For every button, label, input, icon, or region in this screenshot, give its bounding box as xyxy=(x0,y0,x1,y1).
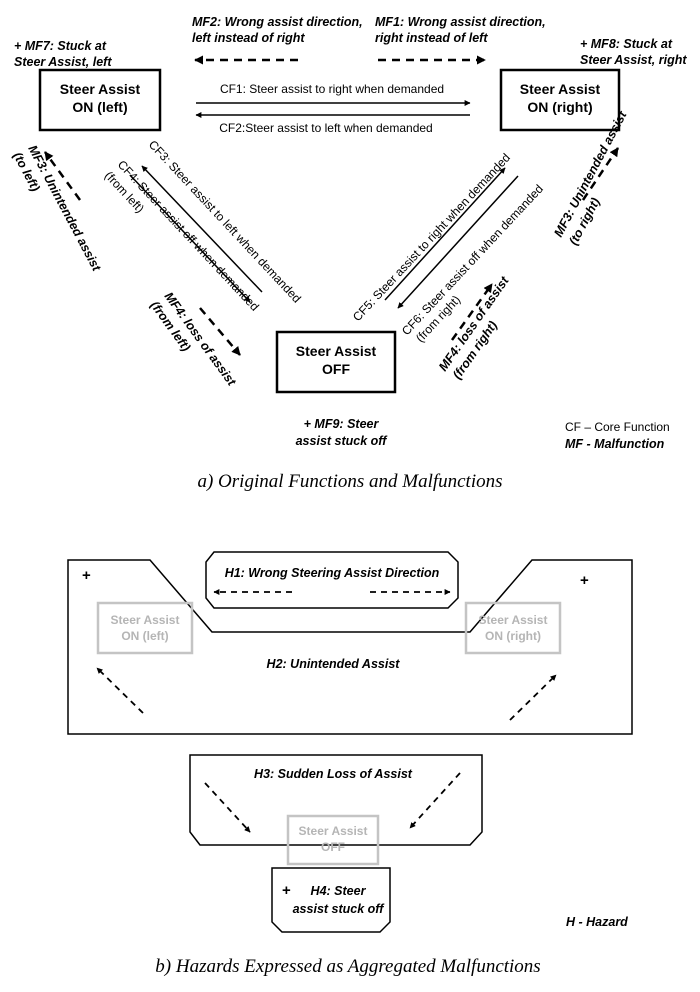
state-on-left-line2: ON (left) xyxy=(72,99,127,115)
faded-state-on-right: Steer Assist ON (right) xyxy=(464,601,562,655)
caption-b: b) Hazards Expressed as Aggregated Malfu… xyxy=(155,956,540,977)
faded-on-right-line2: ON (right) xyxy=(485,629,541,643)
h1-label: H1: Wrong Steering Assist Direction xyxy=(225,566,440,580)
faded-off-line1: Steer Assist xyxy=(299,824,368,838)
mf8-label-line2: Steer Assist, right xyxy=(580,53,687,67)
h3-right-dashed-arrow xyxy=(409,772,461,829)
mf3-left-dashed-arrow xyxy=(43,151,82,201)
h3-label: H3: Sudden Loss of Assist xyxy=(254,767,413,781)
mf7-label-line1: + MF7: Stuck at xyxy=(14,39,107,53)
h2-left-dashed-arrow xyxy=(96,667,144,714)
h3-region xyxy=(189,754,483,846)
plus-marker-left: + xyxy=(82,567,91,584)
cf2-label: CF2:Steer assist to left when demanded xyxy=(219,121,432,135)
mf4-left-dashed-arrow xyxy=(199,307,241,356)
mf7-label-line2: Steer Assist, left xyxy=(14,55,112,69)
state-box-on-left: Steer Assist ON (left) xyxy=(38,68,162,132)
cf5-arrow xyxy=(384,167,506,301)
faded-on-left-line1: Steer Assist xyxy=(111,613,180,627)
state-on-right-line1: Steer Assist xyxy=(520,81,601,97)
mf2-label-line2: left instead of right xyxy=(192,31,305,45)
h2-right-dashed-arrow xyxy=(509,674,557,721)
mf2-label-line1: MF2: Wrong assist direction, xyxy=(192,15,363,29)
cf6-arrow xyxy=(397,175,519,309)
part-a: Steer Assist ON (left) Steer Assist ON (… xyxy=(10,15,687,492)
legend-mf: MF - Malfunction xyxy=(565,437,665,451)
h4-label-line1: H4: Steer xyxy=(311,884,367,898)
legend-cf: CF – Core Function xyxy=(565,420,670,434)
state-off-line2: OFF xyxy=(322,361,350,377)
h4-label-line2: assist stuck off xyxy=(293,902,386,916)
h1-region xyxy=(205,551,459,609)
state-off-line1: Steer Assist xyxy=(296,343,377,359)
h2-region xyxy=(67,559,633,735)
faded-on-left-line2: ON (left) xyxy=(121,629,168,643)
mf9-label-line2: assist stuck off xyxy=(296,434,389,448)
h4-region xyxy=(271,867,391,933)
mf4-right-dashed-arrow xyxy=(450,283,494,341)
state-on-right-line2: ON (right) xyxy=(527,99,592,115)
h2-label: H2: Unintended Assist xyxy=(267,657,401,671)
plus-marker-h4: + xyxy=(282,882,291,899)
cf1-label: CF1: Steer assist to right when demanded xyxy=(220,82,444,96)
cf4-arrow xyxy=(129,174,251,303)
state-on-left-line1: Steer Assist xyxy=(60,81,141,97)
caption-a: a) Original Functions and Malfunctions xyxy=(197,471,502,492)
cf3-arrow xyxy=(141,165,263,293)
mf3-right-dashed-arrow xyxy=(581,147,620,201)
plus-marker-right: + xyxy=(580,572,589,589)
h3-left-dashed-arrow xyxy=(204,782,251,833)
mf3-left-label-line1: MF3: Unintended assist xyxy=(25,143,104,274)
state-box-off: Steer Assist OFF xyxy=(275,330,397,394)
legend-h: H - Hazard xyxy=(566,915,628,929)
faded-state-off: Steer Assist OFF xyxy=(286,814,380,866)
mf1-label-line2: right instead of left xyxy=(375,31,488,45)
faded-off-line2: OFF xyxy=(321,840,345,854)
state-box-on-right: Steer Assist ON (right) xyxy=(499,68,621,132)
faded-on-right-line1: Steer Assist xyxy=(479,613,548,627)
faded-state-on-left: Steer Assist ON (left) xyxy=(96,601,194,655)
mf1-label-line1: MF1: Wrong assist direction, xyxy=(375,15,546,29)
mf9-label-line1: + MF9: Steer xyxy=(304,417,380,431)
mf8-label-line1: + MF8: Stuck at xyxy=(580,37,673,51)
part-b: Steer Assist ON (left) Steer Assist ON (… xyxy=(67,551,633,977)
